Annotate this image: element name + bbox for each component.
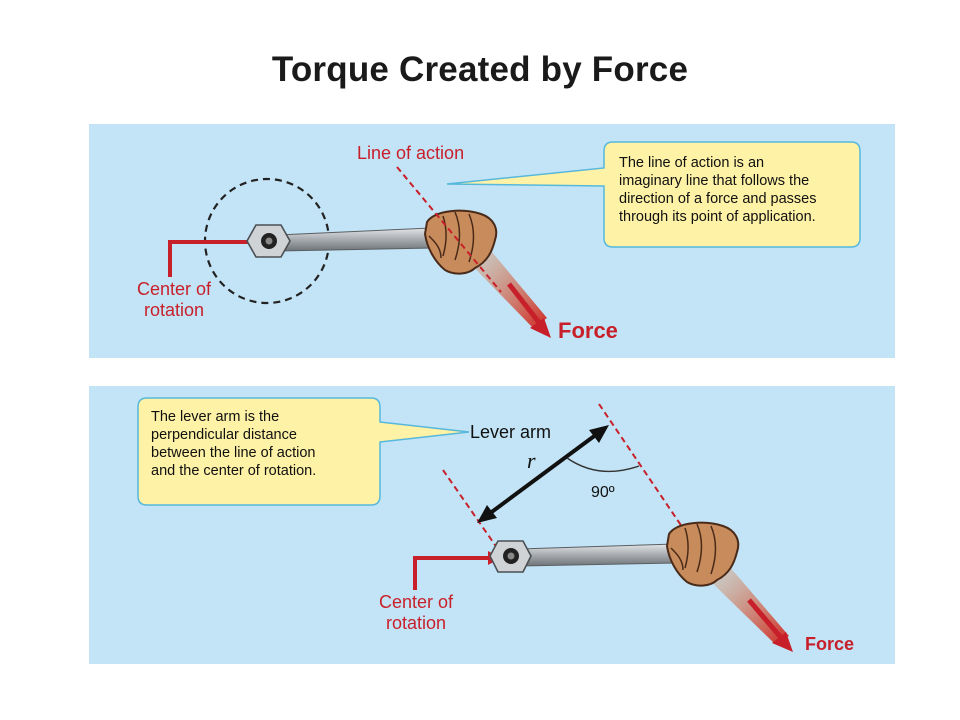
center-of-rotation-label: Center of rotation — [136, 279, 212, 320]
line-of-action-callout — [446, 141, 861, 248]
wrench — [246, 224, 434, 258]
force-arrow — [772, 632, 793, 652]
line-of-action-callout-text: The line of action is an imaginary line … — [619, 154, 816, 226]
line-of-action-panel: Line of action The line of action is an … — [89, 124, 895, 358]
wrench — [489, 540, 678, 573]
right-angle-arc — [566, 457, 640, 473]
lever-arm-label: Lever arm — [470, 422, 552, 442]
callout-line: direction of a force and passes — [619, 191, 817, 207]
hand — [423, 209, 498, 275]
force-label: Force — [558, 318, 618, 343]
angle-label: 90º — [591, 484, 615, 501]
hand — [665, 521, 740, 587]
lever-arm-symbol: r — [527, 448, 536, 473]
callout-line: and the center of rotation. — [151, 463, 317, 479]
lever-arm-diagram-main — [137, 397, 793, 652]
center-of-rotation-label: Center of rotation — [378, 592, 454, 633]
callout-line: The line of action is an — [619, 155, 765, 171]
force-arrow — [530, 318, 551, 338]
callout-line: The lever arm is the — [151, 409, 280, 425]
center-pointer-arrow — [168, 240, 254, 277]
callout-line: perpendicular distance — [151, 427, 297, 443]
center-pointer-arrow — [413, 556, 491, 590]
lever-arm-arrow — [487, 432, 599, 516]
callout-line: imaginary line that follows the — [619, 173, 810, 189]
callout-line: through its point of application. — [619, 209, 816, 225]
page-title: Torque Created by Force — [271, 50, 689, 89]
line-of-action-force — [598, 403, 696, 547]
callout-line: between the line of action — [151, 445, 316, 461]
force-label: Force — [805, 634, 855, 654]
line-of-action — [396, 166, 502, 293]
lever-arm-callout-text: The lever arm is the perpendicular dista… — [151, 408, 316, 480]
lever-arm-panel: The lever arm is the perpendicular dista… — [89, 386, 895, 664]
line-of-action-label: Line of action — [357, 143, 465, 163]
lever-arm-callout — [137, 397, 470, 506]
line-of-action-diagram — [168, 141, 861, 338]
